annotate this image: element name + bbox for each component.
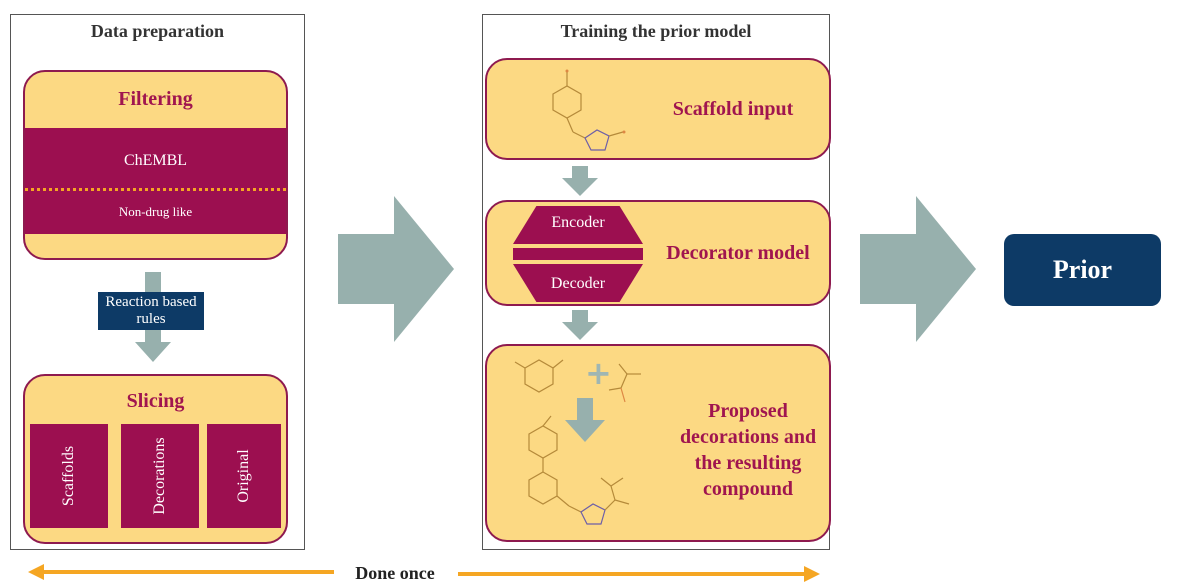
reaction-rules-box: Reaction based rules (98, 292, 204, 330)
filtering-title: Filtering (118, 88, 193, 110)
resulting-compound-icon (528, 415, 630, 525)
big-arrow-1 (338, 196, 454, 342)
done-once-right-arrow (458, 566, 820, 582)
prior-box: Prior (1004, 234, 1161, 306)
result-arrow (565, 398, 605, 442)
decorator-model-box: Encoder Decoder Decorator model (485, 200, 831, 306)
chembl-label: ChEMBL (123, 152, 188, 169)
slicing-box: Slicing Scaffolds Decorations Original (23, 374, 288, 544)
big-arrow-2 (860, 196, 976, 342)
scaffold-input-title: Scaffold input (672, 98, 794, 120)
scaffold-molecule-icon (552, 69, 626, 151)
filter-separator (25, 188, 286, 191)
encoder-block: Encoder (513, 206, 643, 244)
slicing-title: Slicing (126, 390, 185, 412)
proposed-decorations-title: Proposed decorations and the resulting c… (679, 400, 817, 500)
slice-decorations: Decorations (121, 424, 199, 528)
slice-original: Original (207, 424, 281, 528)
decoder-label: Decoder (550, 275, 606, 292)
filtering-band: ChEMBL Non-drug like (25, 128, 286, 234)
proposed-decorations-box: + Proposed decorations and the resulting… (485, 344, 831, 542)
filtering-box: Filtering ChEMBL Non-drug like (23, 70, 288, 260)
train-arrow-2 (562, 310, 598, 340)
decorator-model-title: Decorator model (666, 242, 810, 264)
training-title: Training the prior model (560, 21, 752, 41)
data-preparation-title: Data preparation (90, 21, 225, 41)
reaction-rules-label: Reaction based rules (105, 294, 197, 327)
scaffold-input-box: Scaffold input (485, 58, 831, 160)
done-once-left-arrow (28, 564, 334, 580)
decoration-molecules-icon: + (514, 354, 641, 403)
slice-scaffolds: Scaffolds (30, 424, 108, 528)
train-arrow-1 (562, 166, 598, 196)
decoder-block: Decoder (513, 264, 643, 302)
done-once-label: Done once (355, 563, 435, 583)
encoder-label: Encoder (551, 214, 605, 231)
svg-text:+: + (585, 354, 612, 392)
latent-band (513, 248, 643, 260)
non-drug-like-label: Non-drug like (118, 204, 193, 219)
prior-label: Prior (1052, 255, 1113, 284)
